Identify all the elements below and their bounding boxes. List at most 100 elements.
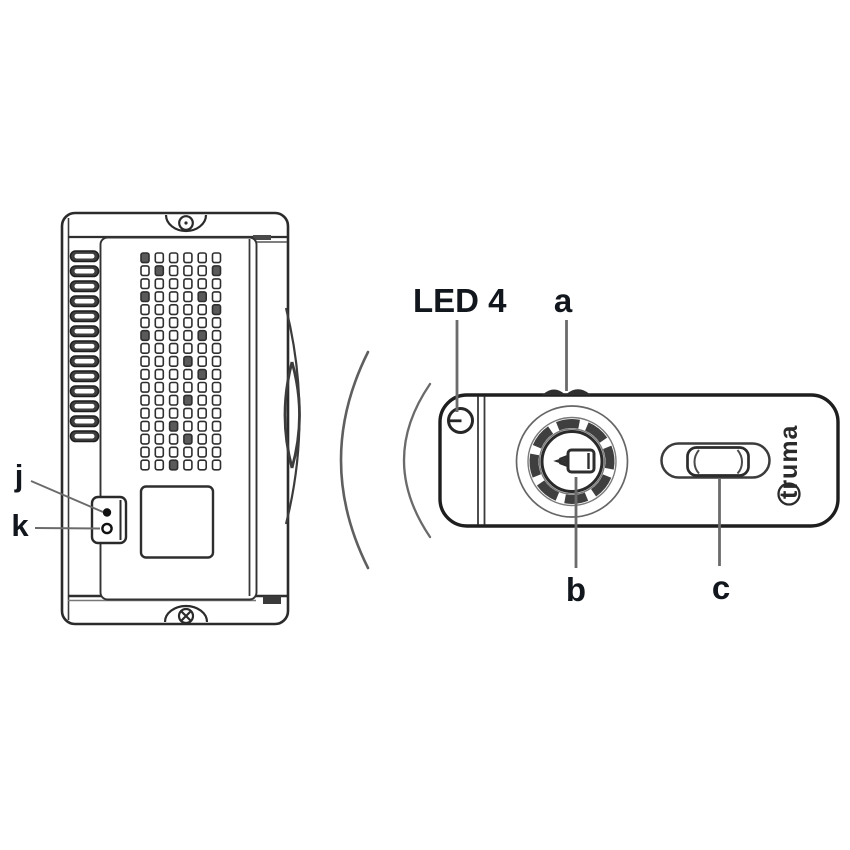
vent-hole [168, 291, 179, 303]
vent-hole [211, 433, 222, 445]
vent-hole [197, 316, 207, 329]
vent-hole [154, 446, 165, 458]
vent-hole [154, 265, 165, 277]
lens-curve-left [283, 361, 294, 469]
vent-hole [140, 368, 150, 381]
vent-hole [211, 446, 222, 458]
vent-hole [183, 355, 193, 368]
vent-hole [183, 278, 193, 290]
truma-logo: truma [775, 424, 803, 506]
bottom-clip-mark [263, 596, 281, 604]
vent-hole [211, 381, 222, 393]
rotary-bezel-inner [538, 428, 606, 495]
vent-hole [168, 316, 179, 329]
vent-hole [183, 329, 193, 342]
vent-hole [140, 420, 150, 432]
vent-hole [154, 303, 165, 316]
vent-hole [154, 355, 165, 368]
rotary-outer-ring [515, 405, 629, 518]
top-screw-icon [178, 215, 194, 231]
vent-hole [183, 342, 193, 355]
vent-hole [140, 433, 150, 445]
heatsink-rib-slot [74, 343, 95, 349]
vent-hole [183, 316, 193, 329]
vent-hole [211, 355, 222, 368]
heatsink-rib-slot [74, 328, 95, 334]
vent-hole [140, 407, 150, 419]
label-c: c [712, 569, 730, 606]
top-tab-arc [164, 214, 208, 233]
vent-hole [197, 342, 207, 355]
vent-hole [211, 368, 222, 381]
heatsink-rib-slot [74, 418, 95, 424]
vent-hole [140, 278, 150, 290]
radio-wave-arc-small [402, 382, 432, 539]
radio-waves [339, 350, 432, 570]
vent-hole [211, 407, 222, 419]
vent-hole [197, 303, 207, 316]
vent-hole [168, 420, 179, 432]
vent-hole [154, 459, 165, 471]
vent-hole [211, 291, 222, 303]
vent-hole [197, 278, 207, 290]
heatsink-rib-slot [74, 298, 95, 304]
vent-hole [183, 381, 193, 393]
vent-hole [197, 459, 207, 471]
gas-cylinder-neck [559, 454, 569, 468]
vent-hole [140, 291, 150, 303]
leader-lines [30, 320, 721, 568]
vent-grid [140, 252, 222, 471]
vent-hole [154, 368, 165, 381]
vent-hole [183, 303, 193, 316]
vent-hole [211, 394, 222, 406]
leader-k [34, 527, 101, 530]
vent-hole [168, 342, 179, 355]
side-bulge-curves [283, 307, 301, 525]
vent-hole [211, 459, 222, 471]
label-led4: LED 4 [413, 282, 507, 319]
vent-hole [197, 394, 207, 406]
vent-hole [211, 329, 222, 342]
heatsink-rib-slot [74, 373, 95, 379]
vent-hole [140, 303, 150, 316]
led4-circle [447, 407, 474, 434]
heatsink-ribs [69, 250, 100, 443]
vent-hole [211, 252, 222, 264]
vent-hole [197, 381, 207, 393]
rotary-segment-ring [529, 419, 615, 504]
vent-hole [154, 291, 165, 303]
part-labels: LED 4 a b c j k [11, 282, 730, 608]
slide-knob-grip-right [736, 449, 743, 475]
top-bump-left [541, 389, 567, 396]
vent-hole [140, 459, 150, 471]
radio-wave-arc-large [339, 350, 370, 570]
top-bump-right [564, 389, 592, 396]
vent-hole [168, 446, 179, 458]
vent-hole [168, 459, 179, 471]
led-dot-j [102, 508, 112, 517]
vent-hole [197, 433, 207, 445]
vent-hole [197, 420, 207, 432]
leader-j [30, 480, 104, 513]
vent-hole [197, 252, 207, 264]
heatsink-rib-slot [74, 388, 95, 394]
bottom-mounting-tab [163, 604, 209, 625]
cable-cutout [139, 485, 215, 559]
slide-switch [660, 442, 771, 479]
vent-hole [211, 278, 222, 290]
heatsink-rib-slot [74, 403, 95, 409]
label-k: k [11, 508, 29, 543]
vent-hole [140, 342, 150, 355]
vent-hole [183, 459, 193, 471]
vent-hole [197, 265, 207, 277]
sync-panel [90, 495, 128, 545]
bottom-screw-cross-2 [180, 610, 192, 622]
bottom-tab-arc [163, 604, 209, 623]
gas-cylinder-valve-tip [553, 458, 561, 464]
vent-hole [197, 329, 207, 342]
bottom-screw-icon [177, 607, 195, 625]
vent-hole [154, 342, 165, 355]
heatsink-rib-slot [74, 283, 95, 289]
